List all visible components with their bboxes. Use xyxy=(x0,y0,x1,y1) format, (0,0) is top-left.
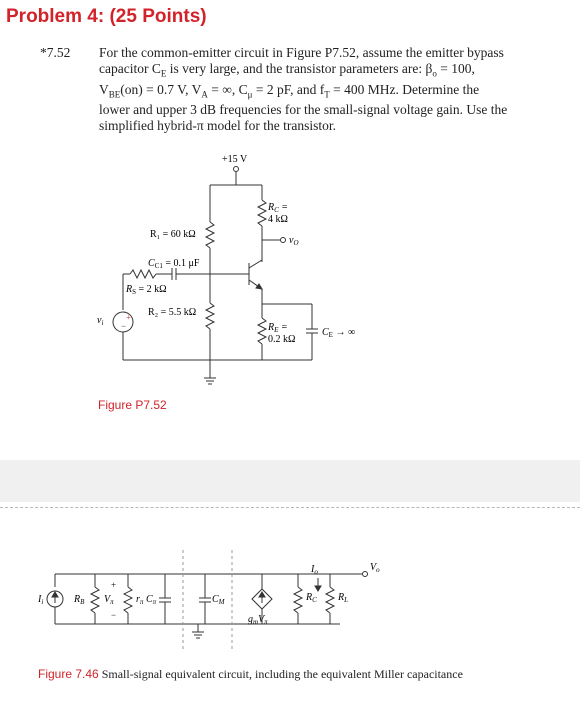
statement-line-3: VBE(on) = 0.7 V, VA = ∞, Cμ = 2 pF, and … xyxy=(99,81,480,100)
rb-label: RB xyxy=(73,594,85,606)
svg-text:−: − xyxy=(111,610,116,620)
statement-line-1: For the common-emitter circuit in Figure… xyxy=(99,45,504,60)
svg-text:+: + xyxy=(111,580,116,590)
figure-746-caption: Figure 7.46 Small-signal equivalent circ… xyxy=(38,667,463,681)
statement-line-4: lower and upper 3 dB frequencies for the… xyxy=(99,102,508,118)
vpi-label: Vπ xyxy=(104,594,114,606)
rl-label: RL xyxy=(337,592,348,604)
statement-line-5: simplified hybrid-π model for the transi… xyxy=(99,118,337,134)
r1-label: R₁ = 60 kΩ xyxy=(150,229,196,240)
ii-label: Ii xyxy=(37,594,43,606)
svg-text:−: − xyxy=(121,321,126,331)
rs-label: RS = 2 kΩ xyxy=(125,284,167,296)
cc1-label: CC1 = 0.1 μF xyxy=(148,258,200,270)
io-label: Io xyxy=(310,564,318,576)
rc-label: RC = xyxy=(267,202,288,214)
circuit-diagram-p752: + − +15 V RC = 4 kΩ R₁ = 60 kΩ CC1 = 0.1… xyxy=(97,154,355,385)
statement-line-2: capacitor CE is very large, and the tran… xyxy=(99,61,475,79)
problem-number: *7.52 xyxy=(40,45,71,60)
r2-label: R₂ = 5.5 kΩ xyxy=(148,307,196,318)
cpi-label: Cπ xyxy=(146,594,157,606)
vcc-label: +15 V xyxy=(222,154,248,165)
gm-label: gmVπ xyxy=(248,614,268,626)
vo-out-label: Vo xyxy=(370,562,380,574)
rc-out-label: RC xyxy=(305,592,317,604)
rpi-label: rπ xyxy=(136,594,144,606)
small-signal-circuit-746: Ii RB Vπ + − rπ Cπ CM gmVπ RC Io RL Vo xyxy=(37,550,380,650)
dashed-divider xyxy=(0,507,580,508)
rc-value: 4 kΩ xyxy=(268,214,288,225)
separator-band xyxy=(0,460,580,502)
vo-label: vO xyxy=(289,235,299,247)
svg-text:+: + xyxy=(126,313,131,322)
figure-p752-caption: Figure P7.52 xyxy=(98,398,167,412)
vi-label: vi xyxy=(97,315,103,327)
ce-label: CE → ∞ xyxy=(322,327,355,339)
problem-statement: For the common-emitter circuit in Figure… xyxy=(99,45,544,134)
re-value: 0.2 kΩ xyxy=(268,334,295,345)
cm-label: CM xyxy=(212,594,226,606)
re-label: RE = xyxy=(267,322,288,334)
problem-title: Problem 4: (25 Points) xyxy=(6,6,207,27)
